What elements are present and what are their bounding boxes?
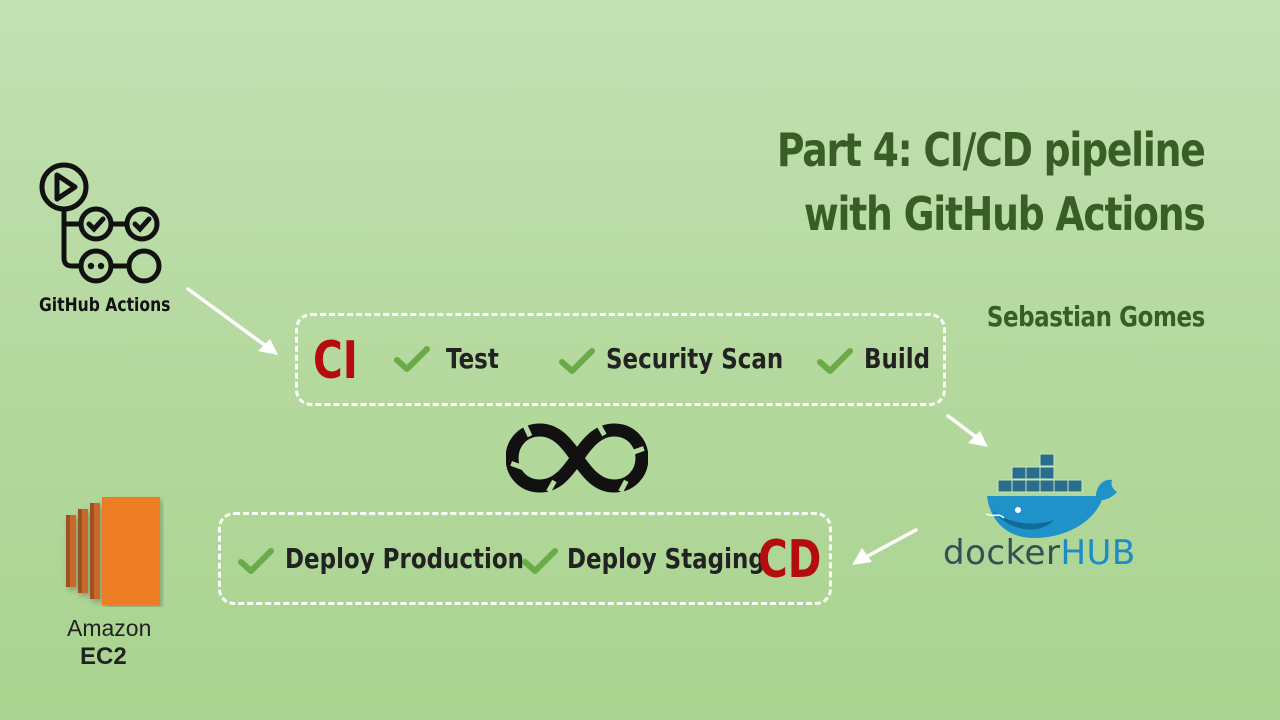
check-icon <box>394 346 430 372</box>
ec2-amazon-label: Amazon <box>67 615 152 641</box>
author-name: Sebastian Gomes <box>986 300 1205 333</box>
ec2-label: EC2 <box>80 643 127 670</box>
docker-hub-wordmark: dockerHUB <box>943 533 1136 573</box>
check-icon <box>559 348 595 374</box>
ci-step-build: Build <box>864 342 931 375</box>
cd-step-deploy-staging: Deploy Staging <box>567 542 765 575</box>
slide-title: Part 4: CI/CD pipeline with GitHub Actio… <box>777 118 1206 246</box>
docker-word: docker <box>943 533 1061 573</box>
hub-word: HUB <box>1060 533 1136 573</box>
check-icon <box>817 348 853 374</box>
cd-label: CD <box>758 530 822 590</box>
arrow-docker-to-cd <box>852 528 918 565</box>
arrow-ci-to-docker <box>946 414 988 447</box>
aws-ec2-icon <box>66 497 160 605</box>
title-line-2: with GitHub Actions <box>804 187 1206 241</box>
check-icon <box>522 548 558 574</box>
github-actions-label: GitHub Actions <box>39 294 171 316</box>
github-actions-icon <box>39 162 162 284</box>
title-line-1: Part 4: CI/CD pipeline <box>777 123 1206 177</box>
arrow-github-to-ci <box>186 287 278 355</box>
ci-pipeline-box <box>295 313 946 406</box>
ci-label: CI <box>313 331 358 391</box>
ci-step-test: Test <box>446 342 499 375</box>
devops-infinity-icon <box>506 423 648 493</box>
check-icon <box>238 548 274 574</box>
cd-pipeline-box <box>218 512 832 605</box>
docker-whale-icon <box>985 453 1117 538</box>
cd-step-deploy-production: Deploy Production <box>285 542 524 575</box>
ci-step-security-scan: Security Scan <box>606 342 784 375</box>
